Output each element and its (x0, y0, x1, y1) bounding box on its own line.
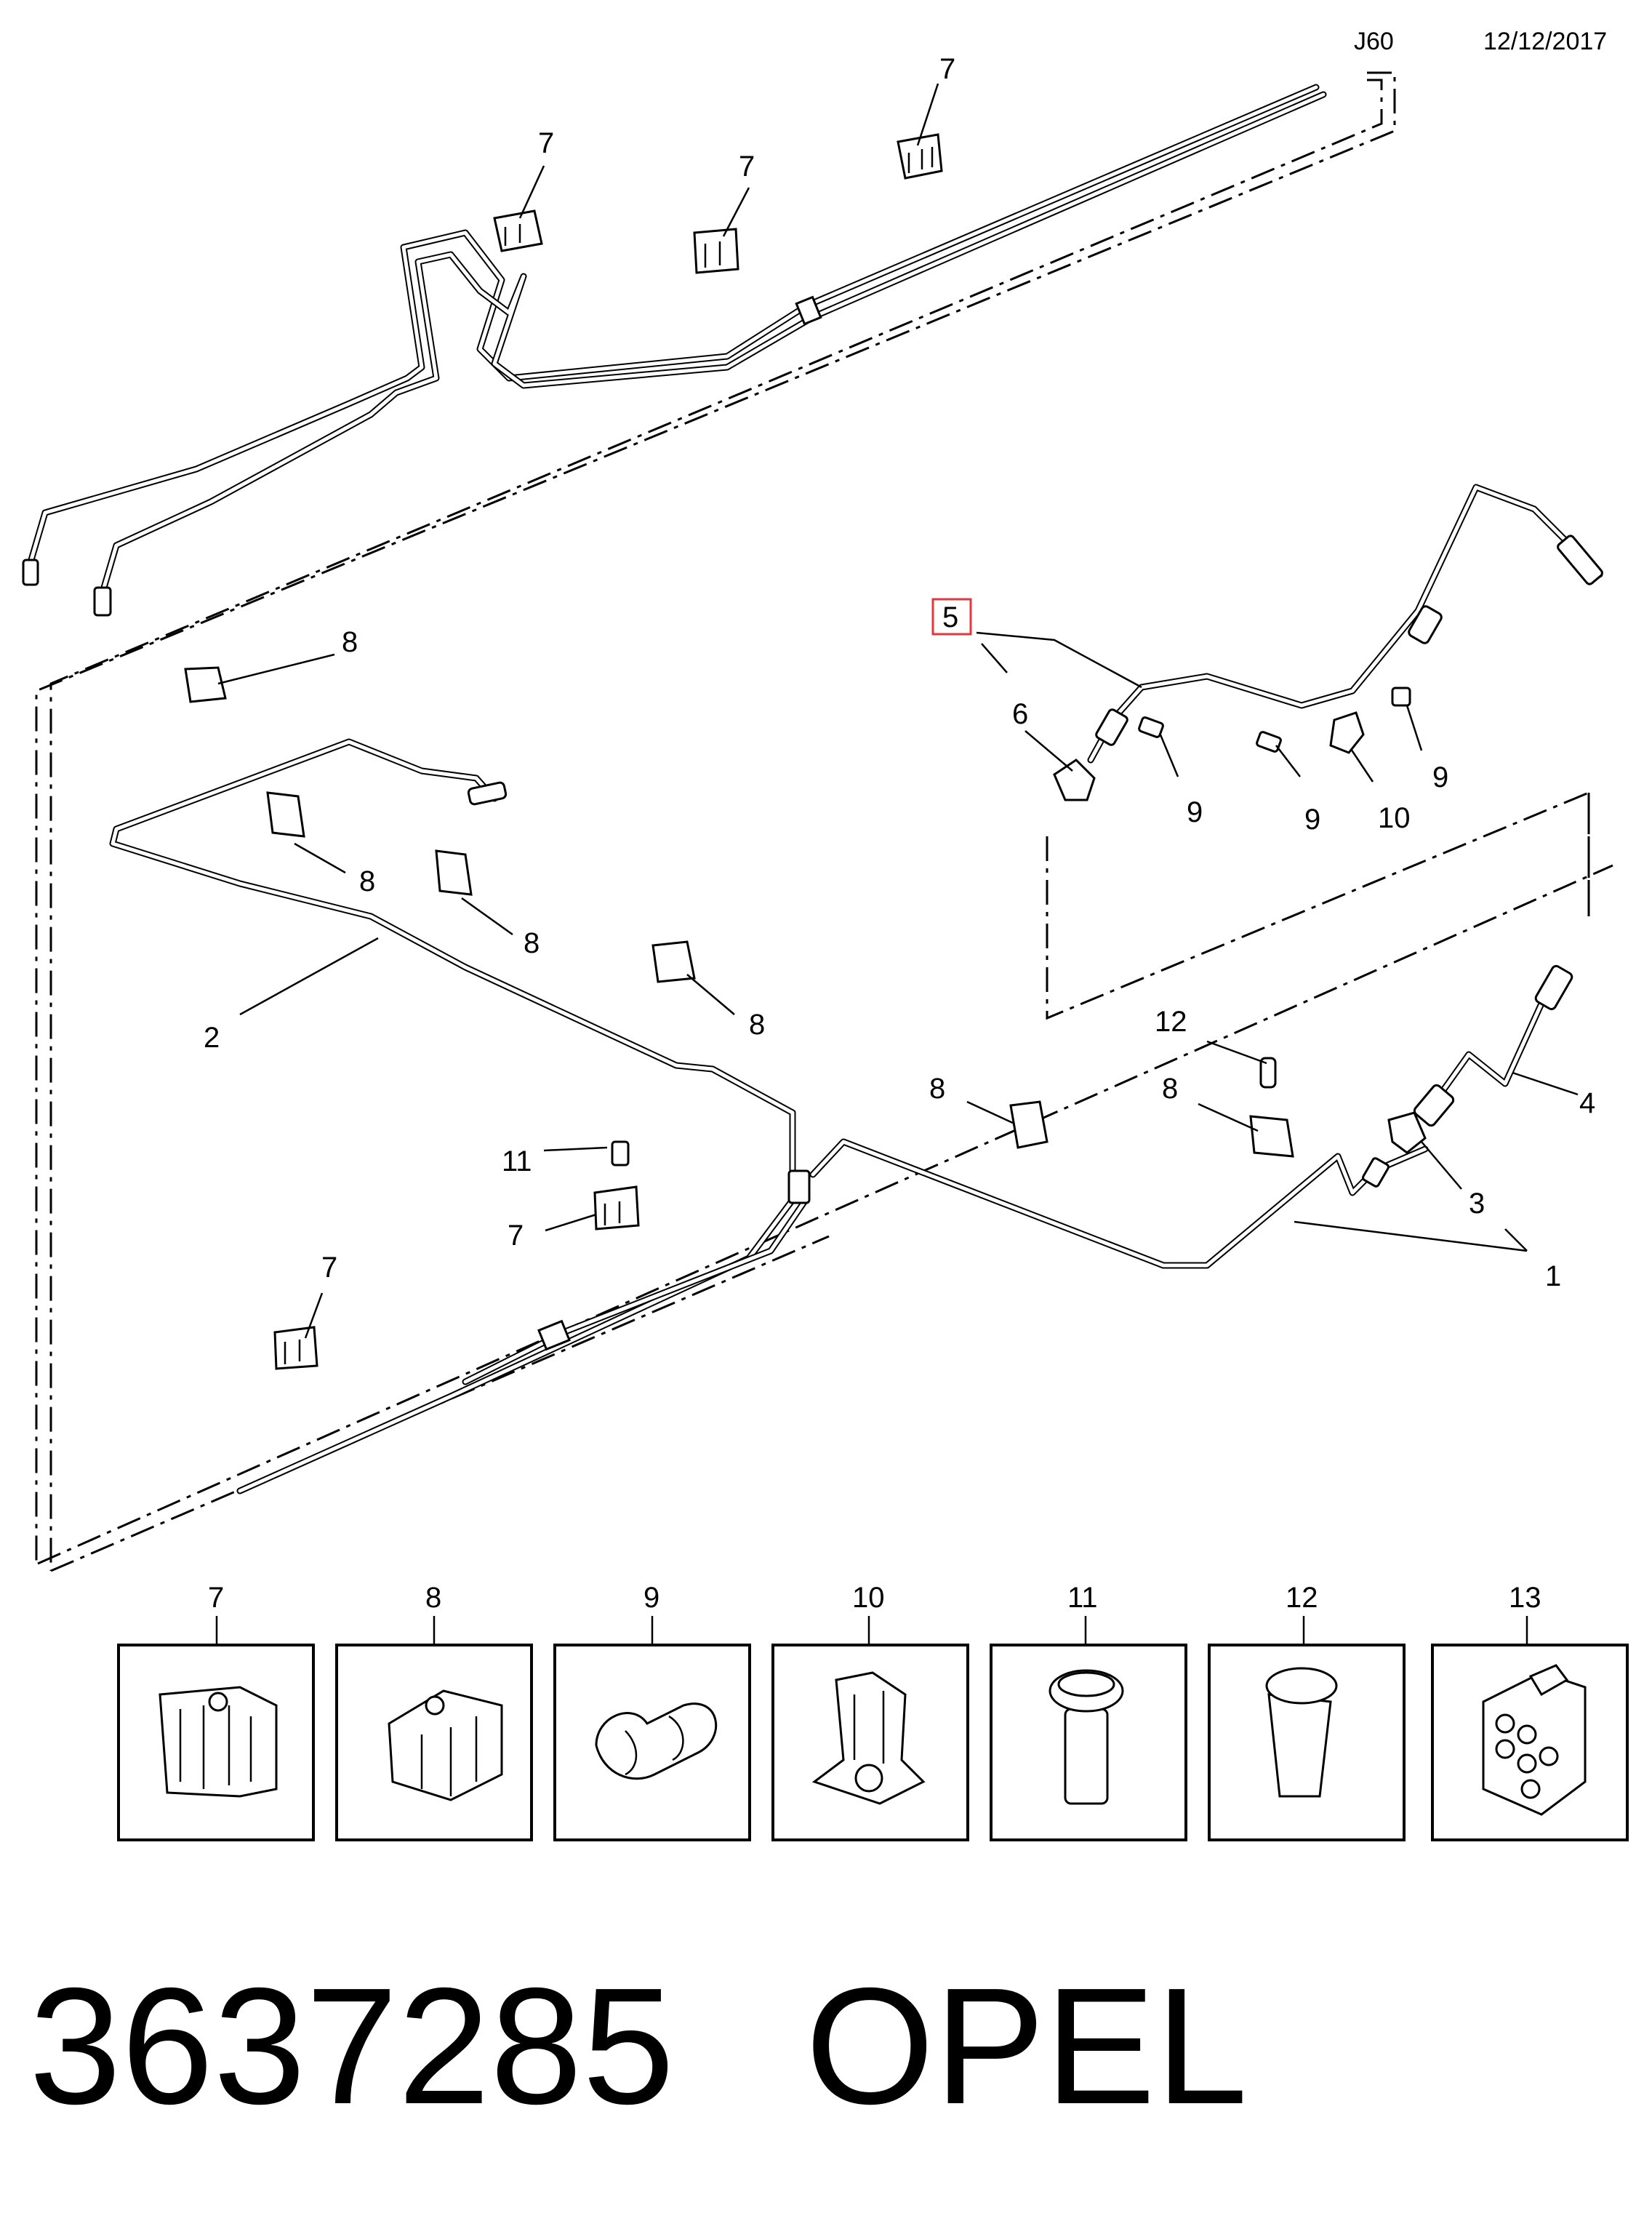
callout-1: 1 (1545, 1260, 1561, 1292)
brake-line-1 (809, 1138, 1429, 1269)
callout-2: 2 (204, 1022, 220, 1054)
legend-item-7: 7 (117, 1582, 315, 1841)
brake-line-2 (109, 738, 811, 1494)
clip-10-detail (1329, 711, 1365, 754)
callout-9: 9 (1432, 761, 1448, 793)
parts-legend: 7 8 9 (117, 1582, 1629, 1841)
pin-11 (611, 1140, 630, 1166)
legend-item-13: 13 (1431, 1582, 1629, 1841)
clip-7-a (897, 133, 943, 180)
legend-item-10: 10 (771, 1582, 969, 1841)
svg-text:7: 7 (208, 1582, 224, 1614)
brand-name: OPEL (805, 1954, 1248, 2139)
callout-4: 4 (1579, 1087, 1595, 1119)
callout-5-highlight: 5 (931, 598, 972, 636)
clip-8-c (435, 849, 473, 896)
clip-8-icon (388, 1689, 503, 1801)
diagram-code: J60 (1354, 28, 1394, 55)
svg-text:11: 11 (1067, 1582, 1098, 1614)
clip-7-b (493, 209, 543, 252)
callout-7: 7 (538, 127, 554, 159)
callout-8: 8 (929, 1073, 945, 1105)
callout-7: 7 (739, 151, 755, 183)
clip-9-icon (595, 1702, 718, 1780)
callout-9: 9 (1304, 804, 1320, 836)
clip-7-icon (159, 1686, 278, 1798)
legend-item-9: 9 (553, 1582, 751, 1841)
leader-lines (217, 83, 1579, 1339)
callout-7: 7 (321, 1252, 337, 1284)
diagram-date: 12/12/2017 (1483, 28, 1607, 55)
legend-item-8: 8 (335, 1582, 533, 1841)
clip-7-d (593, 1185, 640, 1230)
svg-text:10: 10 (852, 1582, 885, 1614)
assembly-frame-lower (37, 864, 1613, 1565)
callout-8: 8 (749, 1009, 765, 1041)
callout-5: 5 (942, 601, 958, 633)
callout-11: 11 (502, 1145, 532, 1177)
callout-8: 8 (524, 927, 540, 959)
callout-3: 3 (1469, 1188, 1485, 1220)
callout-8: 8 (1162, 1073, 1178, 1105)
clip-9-a (1138, 716, 1164, 738)
detail-frame (1046, 791, 1590, 1020)
legend-item-12: 12 (1208, 1582, 1406, 1841)
clip-7-c (693, 228, 739, 274)
callout-8: 8 (359, 865, 375, 897)
fitting-6 (1053, 759, 1096, 801)
fitting-3 (1387, 1111, 1427, 1154)
clip-7-e (273, 1326, 318, 1370)
callout-7: 7 (939, 53, 955, 85)
callout-10: 10 (1378, 802, 1411, 834)
clip-10-icon (811, 1671, 926, 1805)
svg-text:8: 8 (425, 1582, 441, 1614)
clip-9-b (1256, 731, 1282, 753)
svg-text:9: 9 (643, 1582, 659, 1614)
svg-text:12: 12 (1286, 1582, 1318, 1614)
brake-hose-5 (1087, 484, 1603, 764)
pin-12-icon (1265, 1667, 1338, 1798)
pin-12 (1259, 1057, 1277, 1089)
pin-11-icon (1048, 1669, 1124, 1805)
assembly-frame-upper (35, 71, 1396, 1572)
part-number: 3637285 (29, 1954, 675, 2139)
block-13-icon (1482, 1664, 1587, 1816)
callout-labels: 7 7 7 8 8 8 8 8 8 12 11 7 7 2 6 9 9 10 9… (204, 53, 1595, 1292)
callout-8: 8 (342, 626, 358, 658)
legend-item-11: 11 (990, 1582, 1187, 1841)
callout-9: 9 (1187, 796, 1203, 828)
clip-8-a (184, 666, 227, 703)
callout-7: 7 (508, 1220, 524, 1252)
clip-9-c (1391, 687, 1411, 707)
clip-8-b (266, 791, 305, 838)
upper-brake-lines (22, 84, 1327, 617)
brake-hose-4 (1413, 964, 1573, 1127)
callout-6: 6 (1012, 698, 1028, 730)
clip-8-d (651, 940, 696, 983)
callout-12: 12 (1155, 1006, 1187, 1038)
clip-8-f (1249, 1115, 1294, 1158)
svg-text:13: 13 (1509, 1582, 1541, 1614)
clip-8-e (1009, 1100, 1048, 1149)
